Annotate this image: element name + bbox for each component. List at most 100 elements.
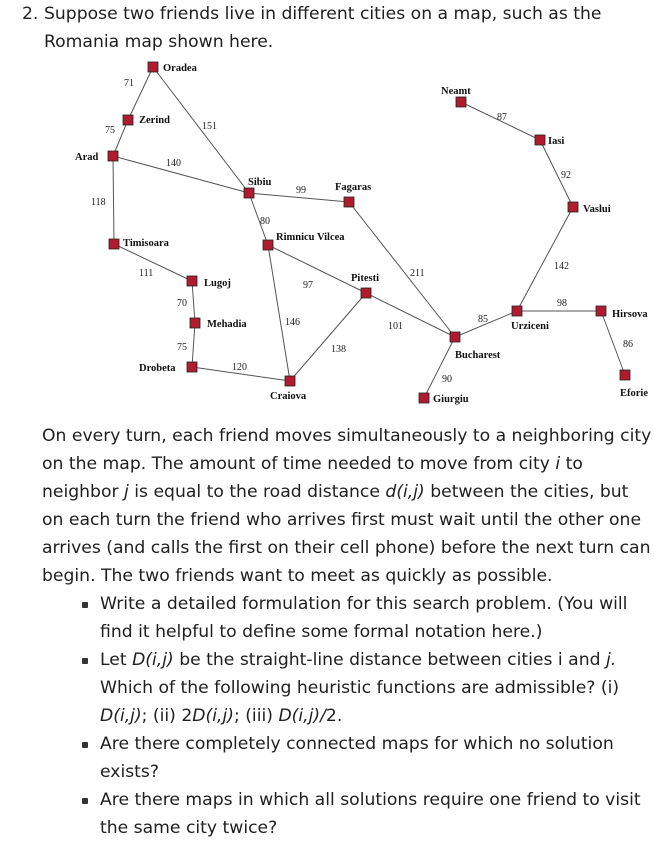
city-label-fagaras: Fagaras [335,182,371,193]
dist-pitesti-bucharest: 101 [388,321,403,332]
city-labels: Oradea Zerind Arad Timisoara Lugoj Mehad… [75,63,648,405]
question-number: 2. [22,4,39,24]
city-label-rimnicu: Rimnicu Vilcea [276,232,345,243]
road-bucharest-giurgiu [423,336,456,399]
city-label-mehadia: Mehadia [207,319,247,330]
road-rimnicu-pitesti [267,244,367,294]
road-urziceni-vaslui [516,206,574,312]
task-text-2a: Let [100,650,133,670]
city-marker-mehadia [189,317,201,329]
dist-iasi-neamt: 87 [497,112,507,123]
dist-oradea-sibiu: 151 [202,121,217,132]
paragraph-text-4: between the cities, but on each turn the… [42,482,651,586]
city-marker-urziceni [511,305,523,317]
var-j: j [124,482,129,502]
var-Dij-i: D(i,j) [100,706,142,726]
road-rimnicu-craiova [267,244,291,382]
city-marker-zerind [122,114,134,126]
city-label-drobeta: Drobeta [139,363,176,374]
road-vaslui-iasi [539,139,574,208]
city-marker-sibiu [243,187,255,199]
road-hirsova-eforie [600,310,626,376]
city-label-vaslui: Vaslui [583,204,611,215]
city-marker-rimnicu [262,239,274,251]
paragraph-text-2: to neighbor [42,454,583,502]
task-text-2c: Which of the following heuristic functio… [100,678,620,698]
question-line-2: Romania map shown here. [44,32,274,52]
city-label-lugoj: Lugoj [204,278,231,289]
dist-bucharest-urziceni: 85 [478,314,488,325]
road-oradea-sibiu [152,66,250,194]
dist-arad-timisoara: 118 [91,197,106,208]
city-marker-bucharest [449,331,461,343]
road-timisoara-lugoj [113,243,193,282]
road-arad-timisoara [112,155,115,245]
road-arad-sibiu [112,155,250,194]
task-text-4: Are there maps in which all solutions re… [100,790,641,838]
task-item-2: Let D(i,j) be the straight-line distance… [42,646,652,730]
city-marker-drobeta [186,361,198,373]
paragraph-text-3: is equal to the road distance [128,482,386,502]
city-label-craiova: Craiova [270,391,307,402]
city-marker-oradea [147,61,159,73]
task-item-3: Are there completely connected maps for … [42,730,652,786]
dist-rimnicu-craiova: 146 [285,317,300,328]
dist-arad-sibiu: 140 [166,158,181,169]
task-item-4: Are there maps in which all solutions re… [42,786,652,842]
road-drobeta-craiova [191,366,291,382]
question-text-1: Suppose two friends live in different ci… [44,4,602,24]
question-line-1: 2.Suppose two friends live in different … [22,0,642,28]
dist-oradea-zerind: 71 [124,78,134,89]
var-Dij-ii: D(i,j) [192,706,234,726]
var-Dij: D(i,j) [132,650,174,670]
city-marker-neamt [455,96,467,108]
city-marker-iasi [534,134,546,146]
city-marker-timisoara [108,238,120,250]
problem-body: On every turn, each friend moves simulta… [42,422,652,842]
dist-sibiu-rimnicu: 80 [260,216,270,227]
dist-mehadia-drobeta: 75 [177,342,187,353]
romania-map: 71 75 151 140 118 111 70 75 120 99 80 14… [75,61,648,405]
city-marker-lugoj [186,275,198,287]
var-Dij-iii: D(i,j)/ [278,706,326,726]
road-mehadia-drobeta [191,322,196,368]
dist-craiova-pitesti: 138 [331,344,346,355]
road-iasi-neamt [460,101,541,141]
city-marker-hirsova [595,305,607,317]
var-j2: j. [605,650,617,670]
city-label-bucharest: Bucharest [455,350,501,361]
dist-urziceni-vaslui: 142 [554,261,569,272]
dist-rimnicu-pitesti: 97 [303,280,313,291]
task-text-2f: 2. [325,706,343,726]
city-label-arad: Arad [75,152,98,163]
city-label-neamt: Neamt [441,86,471,97]
city-label-oradea: Oradea [163,63,198,74]
dist-bucharest-giurgiu: 90 [442,374,452,385]
task-item-1: Write a detailed formulation for this se… [42,590,652,646]
dist-urziceni-hirsova: 98 [557,298,567,309]
city-markers [107,61,631,404]
dist-hirsova-eforie: 86 [623,339,633,350]
task-list: Write a detailed formulation for this se… [42,590,652,842]
task-text-1: Write a detailed formulation for this se… [100,594,628,642]
var-dij: d(i,j) [385,482,425,502]
city-label-giurgiu: Giurgiu [433,394,469,405]
problem-paragraph: On every turn, each friend moves simulta… [42,422,652,590]
city-marker-eforie [619,369,631,381]
city-marker-fagaras [343,196,355,208]
dist-drobeta-craiova: 120 [232,362,247,373]
road-oradea-zerind [127,66,154,121]
city-label-iasi: Iasi [548,136,564,147]
dist-lugoj-mehadia: 70 [177,298,187,309]
dist-sibiu-fagaras: 99 [296,185,306,196]
city-label-zerind: Zerind [139,115,170,126]
dist-timisoara-lugoj: 111 [139,268,153,279]
city-marker-vaslui [567,201,579,213]
task-text-2e: ; (iii) [233,706,279,726]
city-marker-craiova [284,375,296,387]
road-sibiu-fagaras [248,192,350,203]
city-label-sibiu: Sibiu [248,177,272,188]
city-label-timisoara: Timisoara [123,238,170,249]
city-marker-pitesti [360,287,372,299]
road-fagaras-bucharest [348,201,456,338]
